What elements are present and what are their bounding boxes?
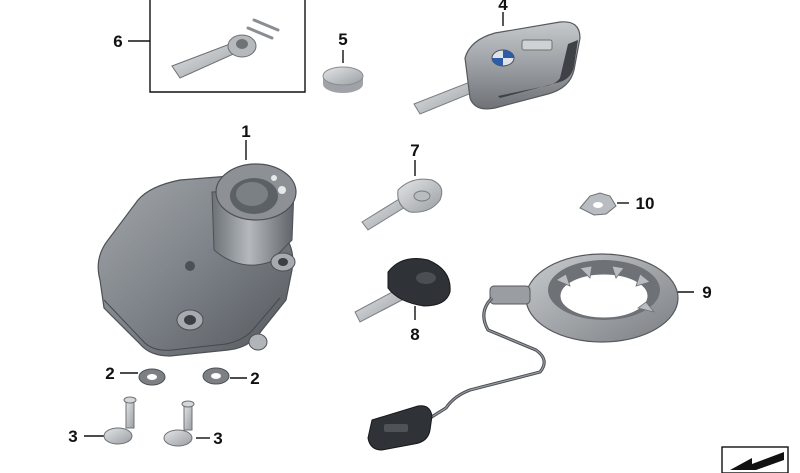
callout-7: 7 — [410, 141, 419, 160]
callout-2-left: 2 — [105, 364, 114, 383]
callout-2-right: 2 — [250, 369, 259, 388]
roundel-quadrant-1 — [503, 50, 514, 58]
mount-hole-left — [184, 315, 196, 325]
callout-3-left: 3 — [68, 427, 77, 446]
washer-right-hole — [211, 373, 221, 379]
roundel-quadrant-2 — [492, 58, 503, 66]
pin-1 — [252, 18, 280, 32]
part-7-key-blank — [361, 160, 443, 231]
kit-box-frame — [149, 0, 306, 93]
antenna-plug-latch — [384, 424, 408, 432]
callout-10: 10 — [636, 194, 655, 213]
cylinder-core-inner — [236, 182, 268, 206]
bolt-right-tip — [181, 400, 195, 408]
callout-labels: 1 2 2 3 3 4 5 6 7 8 9 10 — [68, 0, 711, 448]
remote-button — [521, 39, 553, 51]
part-5-battery — [322, 50, 364, 93]
position-mark-icon — [271, 175, 277, 181]
connector-knob — [248, 333, 268, 351]
lock-symbol-icon — [278, 186, 286, 194]
remote-side-band — [498, 40, 578, 98]
callout-1: 1 — [241, 122, 250, 141]
callout-5: 5 — [338, 30, 347, 49]
bolt-right-head — [163, 429, 193, 447]
bolt-left-head — [103, 427, 133, 445]
pin-2 — [246, 26, 274, 40]
corner-arrow-icon — [730, 452, 784, 470]
remote-body — [464, 21, 581, 110]
ring-opening — [559, 273, 649, 319]
key8-logo — [416, 272, 436, 284]
housing-screw-icon — [185, 261, 195, 271]
part-2-washers — [120, 367, 247, 386]
callout-8: 8 — [410, 325, 419, 344]
battery-top — [322, 66, 364, 86]
ring-teeth — [555, 265, 656, 313]
part-4-remote-key — [413, 12, 581, 115]
bolt-right-shank — [183, 403, 193, 431]
ring-cable-tab — [489, 285, 531, 305]
callout-3-right: 3 — [213, 429, 222, 448]
washer-left-hole — [147, 374, 157, 380]
mount-hole-right — [278, 258, 288, 266]
part-10-clip-nut — [579, 192, 629, 216]
corner-nav-symbol — [721, 446, 789, 473]
callout-4: 4 — [498, 0, 508, 14]
part-8-key — [354, 258, 451, 323]
clip-nut-hole — [593, 202, 603, 208]
part-3-bolts — [84, 396, 210, 447]
key7-hole — [413, 190, 431, 202]
callout-6: 6 — [113, 32, 122, 51]
antenna-cable-highlight — [429, 297, 545, 419]
lever-hub-bore — [236, 39, 248, 49]
part-9-antenna-ring — [367, 253, 694, 451]
remote-blade — [413, 81, 475, 115]
callout-9: 9 — [702, 283, 711, 302]
bolt-left-tip — [123, 396, 137, 404]
bolt-left-shank — [125, 399, 135, 429]
part-6-kit — [128, 0, 306, 93]
part-1-ignition-lock — [97, 140, 297, 357]
housing-lower-edge — [103, 297, 281, 351]
antenna-cable — [429, 296, 546, 420]
